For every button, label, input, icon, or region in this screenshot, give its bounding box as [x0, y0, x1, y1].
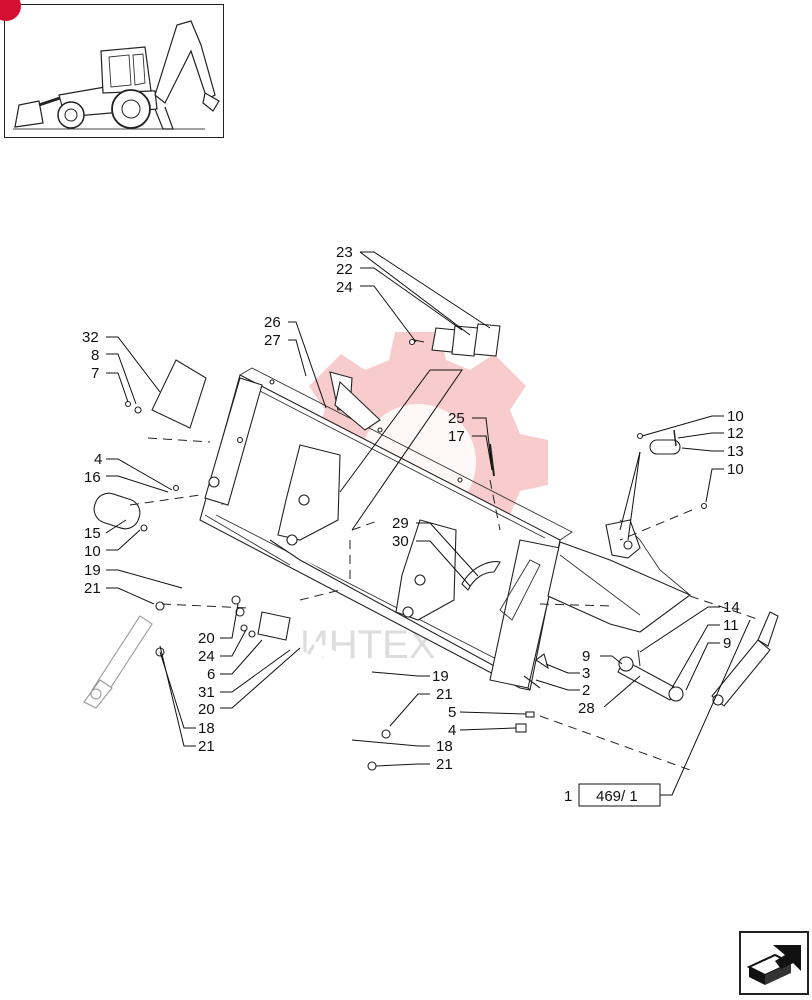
callout-21-b: 21	[198, 738, 215, 755]
callout-13: 13	[727, 443, 744, 460]
pivot-pin-right	[617, 649, 684, 702]
callout-11: 11	[723, 617, 739, 634]
callout-5: 5	[448, 704, 456, 721]
callout-20: 20	[198, 630, 215, 647]
corner-badge	[0, 0, 21, 21]
callout-17: 17	[448, 428, 465, 445]
reference-item-number: 1	[564, 788, 572, 805]
side-cover-plate	[151, 359, 207, 429]
hydraulic-hoses	[155, 581, 391, 771]
callout-3: 3	[582, 665, 590, 682]
bolt-3	[535, 653, 549, 670]
next-page-arrow-icon	[746, 945, 801, 985]
callout-29: 29	[392, 515, 409, 532]
callout-30: 30	[392, 533, 409, 550]
reference-box[interactable]	[578, 783, 661, 807]
callout-7: 7	[91, 365, 99, 382]
callout-25: 25	[448, 410, 465, 427]
callout-22: 22	[336, 261, 353, 278]
leader-lines	[105, 251, 751, 796]
callout-10-c: 10	[727, 461, 744, 478]
backhoe-loader-icon	[13, 20, 220, 130]
callout-9: 9	[723, 635, 731, 652]
nut-5	[525, 711, 535, 718]
callout-4: 4	[94, 451, 102, 468]
pivot-pin-left	[93, 484, 180, 532]
callout-16: 16	[84, 469, 101, 486]
callout-4-b: 4	[448, 722, 456, 739]
callout-23: 23	[336, 244, 353, 261]
bracket-29	[461, 561, 501, 591]
callout-20-b: 20	[198, 701, 215, 718]
callout-21-c: 21	[436, 686, 453, 703]
next-page-button[interactable]	[739, 931, 809, 995]
cutting-edge-blade	[547, 519, 692, 633]
callout-9-b: 9	[582, 648, 590, 665]
callout-31: 31	[198, 684, 215, 701]
callout-2: 2	[582, 682, 590, 699]
callout-32: 32	[82, 329, 99, 346]
callout-28: 28	[578, 700, 595, 717]
callout-18: 18	[198, 720, 215, 737]
assembly-lines	[129, 437, 761, 771]
callout-24-b: 24	[198, 648, 215, 665]
wear-pads	[408, 323, 501, 357]
callout-19-b: 19	[432, 668, 449, 685]
callout-12: 12	[727, 425, 744, 442]
hydraulic-cylinder-left	[83, 615, 153, 709]
reference-label: 469/ 1	[596, 788, 638, 805]
loader-bucket	[199, 367, 573, 691]
callout-24: 24	[336, 279, 353, 296]
washer-2	[523, 675, 541, 689]
bolt-25	[489, 443, 495, 477]
callout-15: 15	[84, 525, 101, 542]
top-pin-set	[636, 429, 708, 510]
callout-10-b: 10	[727, 408, 744, 425]
nut-4	[515, 723, 527, 733]
callout-26: 26	[264, 314, 281, 331]
callout-numbers: 23 22 24 26 27 32 8 7 4 16 15 10 19 21 2…	[82, 244, 744, 773]
callout-18-b: 18	[436, 738, 453, 755]
callout-6: 6	[207, 666, 215, 683]
callout-19: 19	[84, 562, 101, 579]
callout-14: 14	[723, 599, 740, 616]
hydraulic-cylinder-right	[711, 611, 779, 707]
callout-8: 8	[91, 347, 99, 364]
callout-21: 21	[84, 580, 101, 597]
valve-block	[257, 611, 291, 641]
callout-27: 27	[264, 332, 281, 349]
callout-10: 10	[84, 543, 101, 560]
callout-21-d: 21	[436, 756, 453, 773]
machine-thumbnail[interactable]	[0, 0, 224, 138]
